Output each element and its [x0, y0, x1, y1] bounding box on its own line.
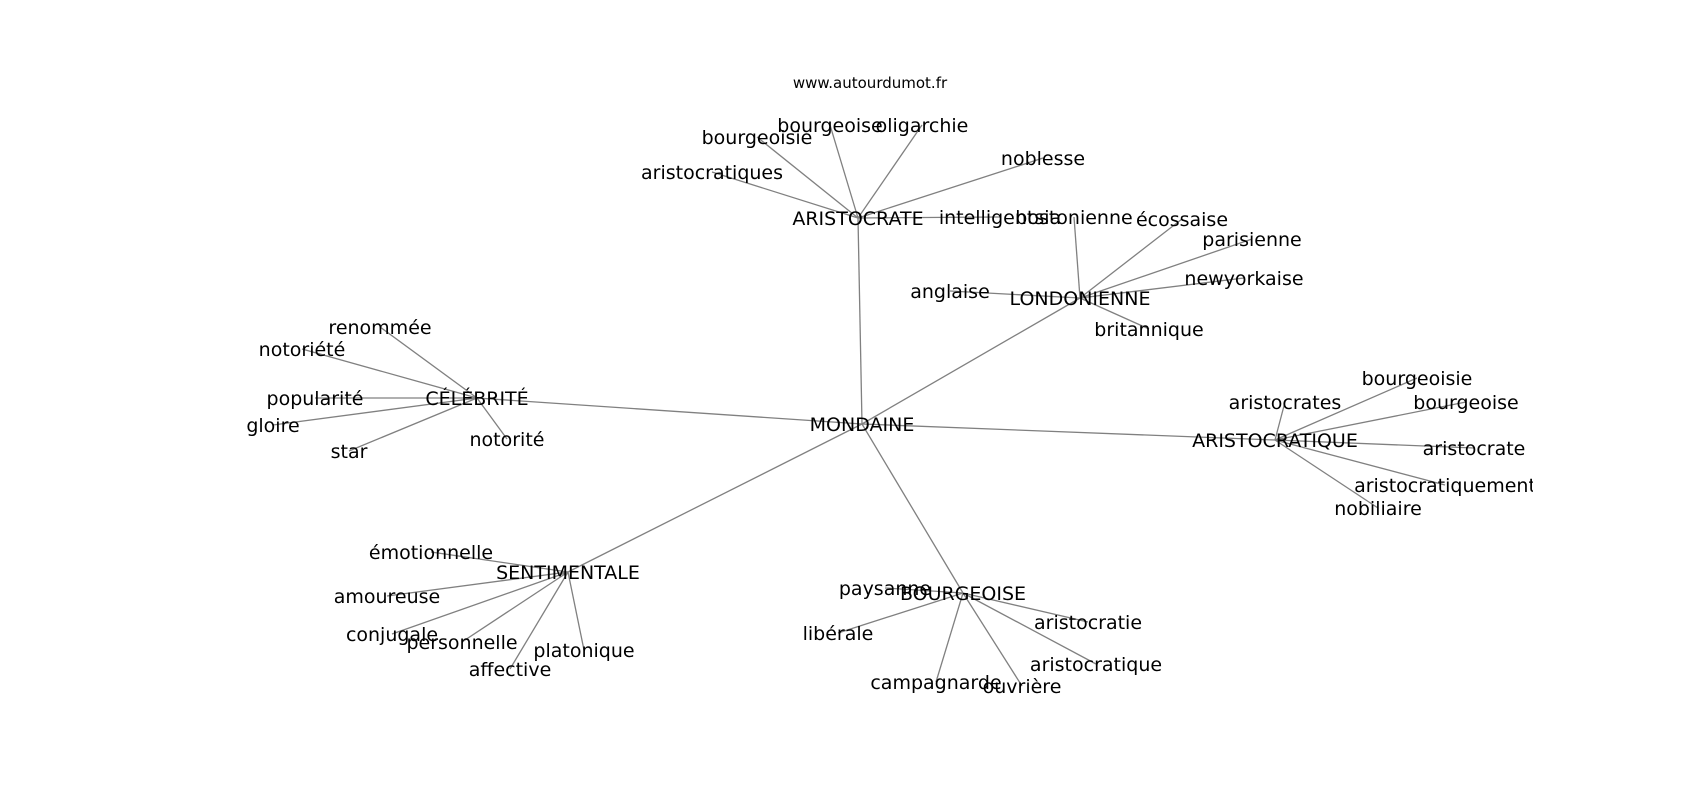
- leaf-node: notorité: [470, 429, 545, 451]
- leaf-node: aristocratique: [1030, 654, 1162, 676]
- edge-hub-to-leaf: [949, 290, 1081, 299]
- leaf-node: libérale: [803, 623, 874, 645]
- leaf-node: bourgeoisie: [702, 127, 813, 149]
- leaf-node: star: [331, 441, 368, 463]
- edge-center-to-hub: [567, 423, 863, 573]
- edge-hub-to-leaf: [476, 397, 508, 440]
- leaf-node: émotionnelle: [369, 542, 493, 564]
- edge-hub-to-leaf: [884, 587, 964, 594]
- edge-hub-to-leaf: [272, 397, 478, 426]
- edge-hub-to-leaf: [386, 571, 569, 597]
- center-node: MONDAINE: [810, 414, 915, 436]
- leaf-node: bostonienne: [1015, 207, 1132, 229]
- hub-node: ARISTOCRATIQUE: [1192, 430, 1358, 452]
- edge-hub-to-leaf: [1079, 218, 1183, 299]
- edge-hub-to-leaf: [1079, 238, 1253, 299]
- edge-hub-to-leaf: [857, 157, 1044, 219]
- edge-hub-to-leaf: [1274, 401, 1467, 441]
- edge-hub-to-leaf: [379, 326, 478, 399]
- edge-center-to-hub: [861, 297, 1081, 425]
- edge-center-to-hub: [476, 397, 863, 425]
- edge-hub-to-leaf: [935, 592, 964, 683]
- leaf-node: gloire: [246, 415, 299, 437]
- hub-node: ARISTOCRATE: [792, 208, 923, 230]
- leaf-node: personnelle: [406, 632, 517, 654]
- edge-hub-to-leaf: [461, 571, 569, 643]
- edge-hub-to-leaf: [301, 348, 478, 399]
- leaf-node: aristocrates: [1229, 392, 1342, 414]
- leaf-node: campagnarde: [870, 672, 1001, 694]
- leaf-node: platonique: [533, 640, 634, 662]
- edge-hub-to-leaf: [857, 216, 1001, 219]
- edge-center-to-hub: [861, 423, 1276, 441]
- leaf-node: intelligentsia: [939, 207, 1061, 229]
- leaf-node: aristocratiques: [641, 162, 783, 184]
- leaf-node: bourgeoise: [777, 115, 882, 137]
- leaf-node: noblesse: [1001, 148, 1085, 170]
- edge-hub-to-leaf: [348, 397, 478, 452]
- leaf-node: oligarchie: [876, 115, 969, 137]
- leaf-node: renommée: [328, 317, 431, 339]
- source-url: www.autourdumot.fr: [793, 74, 948, 92]
- edge-hub-to-leaf: [857, 124, 923, 219]
- leaf-node: notoriété: [259, 339, 346, 361]
- leaf-node: popularité: [267, 388, 364, 410]
- leaf-node: aristocratiquement: [1354, 475, 1536, 497]
- leaf-node: paysanne: [839, 578, 931, 600]
- edges-layer: [272, 124, 1475, 687]
- labels-layer: MONDAINEARISTOCRATEbourgeoisiebourgeoise…: [246, 115, 1536, 698]
- edge-hub-to-leaf: [1274, 401, 1286, 441]
- leaf-node: ouvrière: [983, 676, 1062, 698]
- edge-hub-to-leaf: [1274, 439, 1446, 486]
- leaf-node: parisienne: [1202, 229, 1301, 251]
- leaf-node: amoureuse: [334, 586, 441, 608]
- edge-hub-to-leaf: [1073, 216, 1081, 299]
- edge-hub-to-leaf: [430, 551, 569, 573]
- edge-hub-to-leaf: [391, 571, 569, 635]
- hub-node: BOURGEOISE: [900, 583, 1026, 605]
- edge-hub-to-leaf: [962, 592, 1023, 687]
- leaf-node: newyorkaise: [1184, 268, 1303, 290]
- leaf-node: aristocrate: [1423, 438, 1526, 460]
- hub-node: CÉLÉBRITÉ: [425, 387, 528, 410]
- edge-hub-to-leaf: [962, 592, 1089, 623]
- leaf-node: écossaise: [1136, 209, 1228, 231]
- edge-hub-to-leaf: [962, 592, 1097, 665]
- leaf-node: bourgeoise: [1413, 392, 1518, 414]
- edge-hub-to-leaf: [1079, 297, 1150, 330]
- edge-hub-to-leaf: [829, 124, 859, 219]
- edge-hub-to-leaf: [756, 136, 859, 219]
- edge-hub-to-leaf: [1274, 439, 1475, 449]
- edge-hub-to-leaf: [1274, 377, 1418, 441]
- edge-hub-to-leaf: [509, 571, 569, 670]
- edge-hub-to-leaf: [1079, 277, 1245, 299]
- leaf-node: nobiliaire: [1334, 498, 1422, 520]
- edge-hub-to-leaf: [837, 592, 964, 634]
- leaf-node: aristocratie: [1034, 612, 1142, 634]
- edge-hub-to-leaf: [567, 571, 585, 651]
- hub-node: LONDONIENNE: [1010, 288, 1151, 310]
- edge-hub-to-leaf: [711, 171, 859, 219]
- leaf-node: anglaise: [910, 281, 990, 303]
- leaf-node: britannique: [1094, 319, 1203, 341]
- leaf-node: conjugale: [346, 624, 438, 646]
- leaf-node: affective: [469, 659, 552, 681]
- edge-center-to-hub: [861, 423, 964, 594]
- hub-node: SENTIMENTALE: [496, 562, 640, 584]
- leaf-node: bourgeoisie: [1362, 368, 1473, 390]
- edge-center-to-hub: [857, 217, 863, 425]
- edge-hub-to-leaf: [1274, 439, 1379, 509]
